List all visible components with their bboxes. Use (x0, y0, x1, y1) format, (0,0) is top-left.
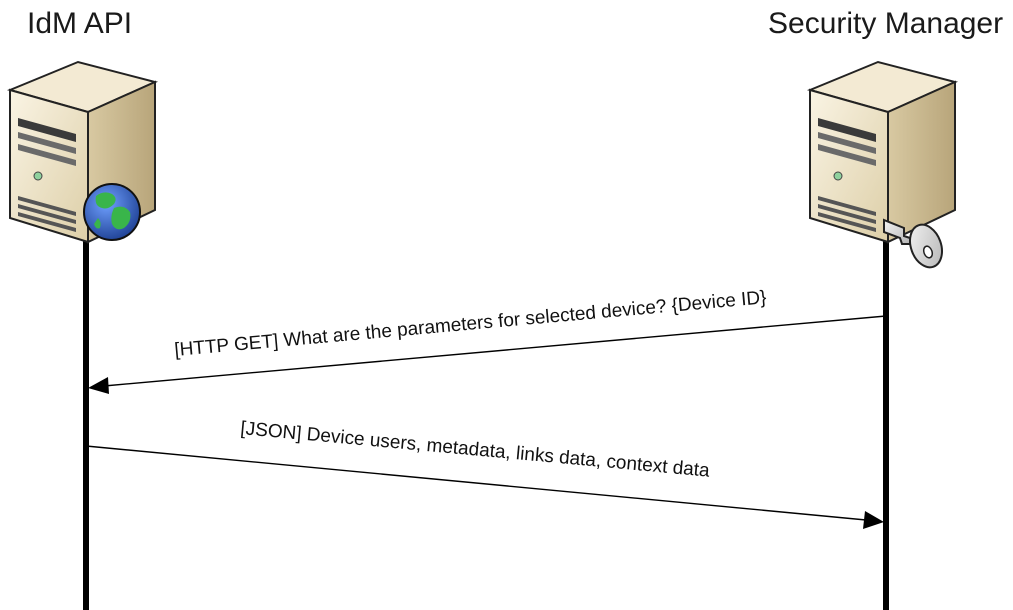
message-request: [HTTP GET] What are the parameters for s… (88, 287, 887, 394)
server-key-icon (806, 60, 959, 269)
message-request-label: [HTTP GET] What are the parameters for s… (174, 287, 768, 361)
server-globe-icon (6, 60, 159, 244)
message-response-label: [JSON] Device users, metadata, links dat… (240, 418, 711, 482)
actor-label-security-manager: Security Manager (768, 7, 1004, 40)
actor-label-idm-api: IdM API (27, 7, 133, 40)
message-response: [JSON] Device users, metadata, links dat… (85, 418, 884, 529)
